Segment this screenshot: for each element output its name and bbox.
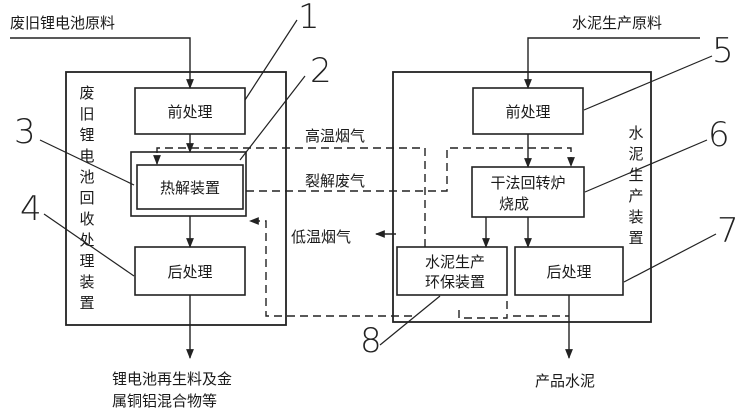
callout-number-6: 6: [708, 115, 730, 155]
cement-pretreatment-label: 前处理: [505, 103, 550, 121]
callout-leader-4: [43, 213, 135, 277]
right-label-char: 生: [628, 166, 643, 184]
callout-leader-3: [39, 139, 135, 186]
env-loop-line: [458, 301, 508, 319]
callout-number-8: 8: [360, 321, 382, 361]
rotary-kiln-label-line2: 烧成: [499, 195, 529, 213]
callout-leader-2: [239, 75, 306, 161]
cement-pretreatment-box: [472, 87, 584, 135]
pyrolysis-device-label: 热解装置: [160, 179, 220, 197]
left-label-char: 处: [79, 231, 94, 249]
rotary-kiln-box: [471, 166, 585, 218]
callout-number-3: 3: [14, 112, 36, 152]
environmental-protection-box: [396, 246, 508, 296]
right-label-char: 置: [628, 229, 643, 247]
left-label-char: 废: [79, 84, 94, 102]
battery-raw-input-line: [10, 37, 194, 89]
left-label-char: 装: [79, 273, 94, 291]
gas-flow-lines: [153, 147, 575, 319]
left-label-char: 旧: [79, 105, 94, 123]
left-label-char: 池: [79, 168, 94, 186]
battery-product-label-line2: 属铜铝混合物等: [112, 392, 217, 410]
pyrolysis-device-box: [136, 164, 244, 210]
callout-number-1: 1: [298, 0, 320, 37]
callout-leader-8: [379, 295, 441, 346]
callout-leader-1: [244, 19, 298, 101]
pyrolysis-gas-line: [246, 147, 575, 192]
cement-raw-material-label: 水泥生产原料: [572, 14, 662, 32]
low-temp-gas-line: [249, 217, 412, 317]
left-label-char: 收: [79, 210, 94, 228]
low-temp-gas-label: 低温烟气: [291, 228, 351, 246]
left-label-char: 理: [79, 252, 94, 270]
cement-product-label: 产品水泥: [535, 372, 595, 390]
battery-pretreatment-label: 前处理: [167, 103, 212, 121]
left-label-char: 回: [79, 189, 94, 207]
battery-posttreatment-label: 后处理: [167, 263, 212, 281]
battery-product-label-line1: 锂电池再生料及金: [112, 370, 232, 388]
battery-raw-material-label: 废旧锂电池原料: [10, 14, 115, 32]
callout-number-7: 7: [717, 211, 739, 251]
callout-leader-5: [583, 55, 713, 111]
right-label-char: 泥: [628, 145, 643, 163]
solid-flow-lines: [10, 37, 700, 359]
environmental-protection-label-line1: 水泥生产: [425, 253, 485, 271]
callout-number-2: 2: [310, 51, 332, 91]
right-label-char: 装: [628, 208, 643, 226]
left-label-char: 锂: [79, 126, 94, 144]
callout-leader-6: [584, 139, 708, 193]
cement-production-device-label: 水 泥 生 产 装 置: [628, 124, 643, 247]
callout-number-4: 4: [20, 189, 42, 229]
battery-recycling-device-label: 废 旧 锂 电 池 回 收 处 理 装 置: [79, 84, 94, 312]
battery-recycling-device-frame: [65, 71, 287, 326]
right-label-char: 产: [628, 187, 643, 205]
high-temp-gas-label: 高温烟气: [305, 127, 365, 145]
pyrolysis-gas-label: 裂解废气: [305, 172, 365, 190]
environmental-protection-label-line2: 环保装置: [425, 273, 485, 291]
cement-raw-input-line: [524, 37, 700, 89]
rotary-kiln-label-line1: 干法回转炉: [490, 174, 565, 192]
cement-posttreatment-box: [514, 246, 624, 296]
cement-posttreatment-label: 后处理: [546, 263, 591, 281]
cement-production-device-frame: [392, 71, 652, 323]
right-label-char: 水: [628, 124, 643, 142]
callout-leader-7: [623, 233, 717, 283]
left-label-char: 置: [79, 294, 94, 312]
callout-number-5: 5: [712, 31, 734, 71]
callouts: 1 2 3 4 5 6 7 8: [14, 0, 739, 361]
battery-pretreatment-box: [134, 87, 246, 135]
